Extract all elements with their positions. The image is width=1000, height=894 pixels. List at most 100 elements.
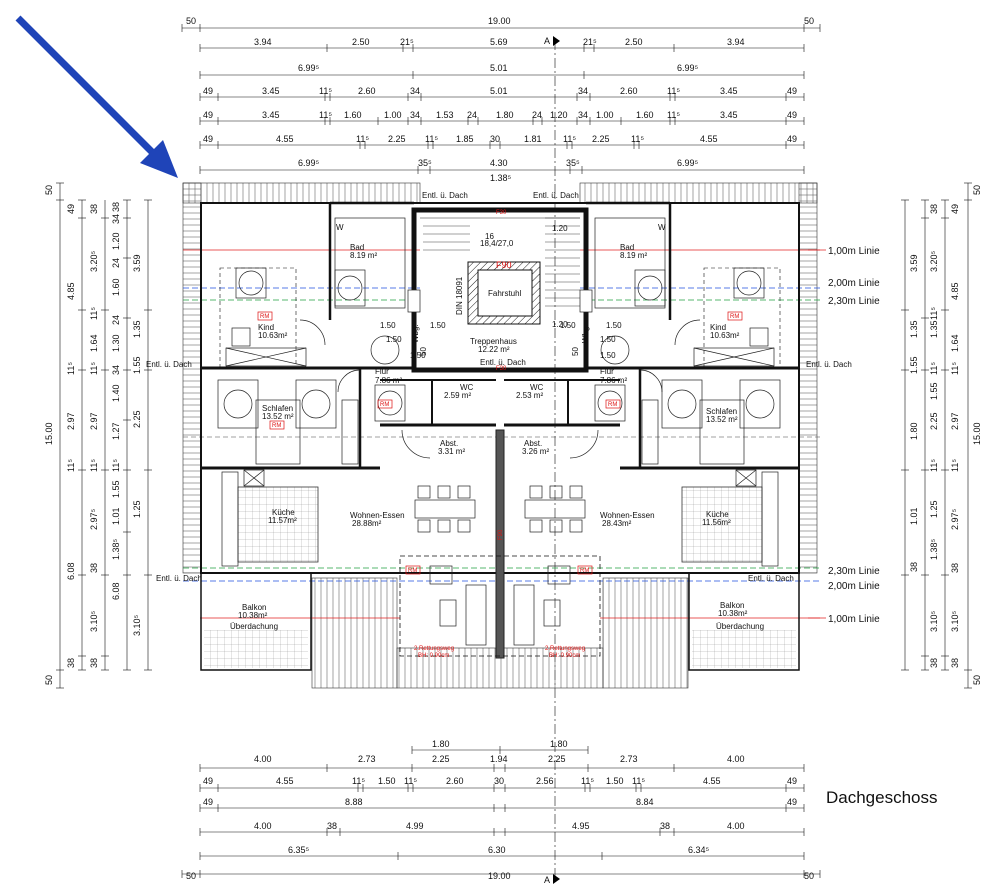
dim-label: 50 [571, 347, 580, 356]
dim-label: 11⁵ [631, 134, 644, 144]
dim-label: 4.55 [276, 134, 294, 144]
dim-label: 11⁵ [319, 110, 332, 120]
dim-label: 4.55 [703, 776, 721, 786]
dim-label: 15.00 [972, 422, 982, 445]
dim-label: 11⁵ [66, 362, 76, 375]
dim-label: 15.00 [44, 422, 54, 445]
room-name: Treppenhaus [470, 337, 517, 346]
room-area: 8.19 m² [620, 251, 647, 260]
dim-label: 38 [929, 204, 939, 214]
dim-label: 1.80 [432, 739, 450, 749]
dim-label: 2.60 [358, 86, 376, 96]
dim-label: 2.50 [625, 37, 643, 47]
dim-label: 34 [578, 110, 588, 120]
dim-label: 1.50 [600, 351, 616, 360]
height-line-label: 1,00m Linie [828, 246, 880, 257]
room-area: 10.38m² [718, 609, 748, 618]
dim-label: 1.55 [132, 356, 142, 374]
dim-label: 11⁵ [929, 307, 939, 320]
right-dimension-labels: 50 15.00 50 49 4.85 1.64 11⁵ 2.97 11⁵ 2.… [909, 185, 982, 685]
dim-label: 6.99⁵ [677, 63, 699, 73]
dim-label: 24 [467, 110, 477, 120]
dim-label: 4.99 [406, 821, 424, 831]
pointer-arrow-icon [15, 15, 178, 178]
dim-label: 6.99⁵ [298, 158, 320, 168]
room-name: Schlafen [706, 407, 737, 416]
dim-label: 50 [44, 675, 54, 685]
dim-label: 1.38⁵ [490, 173, 512, 183]
dim-label: 11⁵ [66, 459, 76, 472]
dim-label: 6.08 [66, 562, 76, 580]
fire-rating: F30 [496, 366, 507, 372]
room-note: Überdachung [230, 622, 278, 631]
height-line-label: 2,30m Linie [828, 566, 880, 577]
left-dimensions [56, 182, 152, 689]
elevator-shaft: Fahrstuhl F90 [467, 260, 541, 325]
dim-label: 1.60 [111, 278, 121, 296]
room-area: 12.22 m² [478, 345, 510, 354]
room-name: Küche [706, 510, 729, 519]
room-name: Kind [710, 323, 726, 332]
drawing-title: Dachgeschoss [826, 788, 938, 807]
dim-label: 1.35 [132, 320, 142, 338]
room-area: 10.63m² [258, 331, 288, 340]
dim-label: 2.25 [548, 754, 566, 764]
dim-label: 1.50 [378, 776, 396, 786]
rm-label: RM [580, 568, 589, 574]
dim-label: 34 [410, 86, 420, 96]
room-area: 28.43m² [602, 519, 632, 528]
dim-label: 38 [111, 202, 121, 212]
dim-label: 11⁵ [425, 134, 438, 144]
dim-label: 34 [111, 214, 121, 224]
room-area: 2.53 m² [516, 391, 543, 400]
room-name: Balkon [720, 601, 744, 610]
dim-label: 49 [950, 204, 960, 214]
dim-label: 1.25 [929, 500, 939, 518]
dim-label: 49 [203, 797, 213, 807]
vent-label: Entl. ü. Dach [748, 574, 794, 583]
right-dimensions [901, 182, 972, 689]
dim-label: 4.85 [66, 282, 76, 300]
height-line-label: 1,00m Linie [828, 614, 880, 625]
dim-label: 49 [787, 110, 797, 120]
stair-ratio: 18,4/27,0 [480, 239, 514, 248]
room-name: Wohnen-Essen [350, 511, 405, 520]
stair-count: 16 [485, 232, 494, 241]
din-label: DIN 18091 [455, 276, 464, 315]
top-dimension-labels: 50 19.00 50 3.94 2.50 21⁵ 5.69 21⁵ 2.50 … [186, 16, 814, 183]
room-name: Schlafen [262, 404, 293, 413]
dim-label: 1.50 [606, 776, 624, 786]
dim-label: 38 [950, 658, 960, 668]
dim-label: 35⁵ [566, 158, 580, 168]
dim-label: 6.99⁵ [298, 63, 320, 73]
dim-label: 1.50 [380, 321, 396, 330]
dim-label: 49 [203, 86, 213, 96]
dim-label: 11⁵ [929, 459, 939, 472]
dim-label: 49 [66, 204, 76, 214]
dim-label: 24 [111, 315, 121, 325]
room-area: 3.26 m² [522, 447, 549, 456]
room-name: Bad [620, 243, 634, 252]
vent-label: Entl. ü. Dach [422, 191, 468, 200]
dim-label: 4.85 [950, 282, 960, 300]
rm-label: RM [408, 568, 417, 574]
section-marker-bottom: A [544, 875, 550, 885]
dim-label: 4.55 [700, 134, 718, 144]
fire-rating: F30 [496, 210, 507, 216]
dim-label: 30 [494, 776, 504, 786]
dim-label: 1.55 [929, 382, 939, 400]
dim-label: 3.59 [909, 254, 919, 272]
room-area: 7.86 m² [375, 376, 402, 385]
left-dimension-labels: 50 15.00 50 49 4.85 11⁵ 2.97 11⁵ 6.08 38… [44, 185, 142, 685]
dim-label: 34 [578, 86, 588, 96]
room-area: 11.56m² [702, 518, 731, 527]
dim-label: 24 [532, 110, 542, 120]
dim-label: 38 [327, 821, 337, 831]
dim-label: 50 [186, 16, 196, 26]
escape-route-height: BH: 0.90cm [418, 653, 449, 659]
dim-label: 49 [787, 134, 797, 144]
dim-label: 2.25 [388, 134, 406, 144]
bottom-dimensions [181, 746, 821, 878]
room-name: Abst. [524, 439, 542, 448]
dim-label: 4.30 [490, 158, 508, 168]
